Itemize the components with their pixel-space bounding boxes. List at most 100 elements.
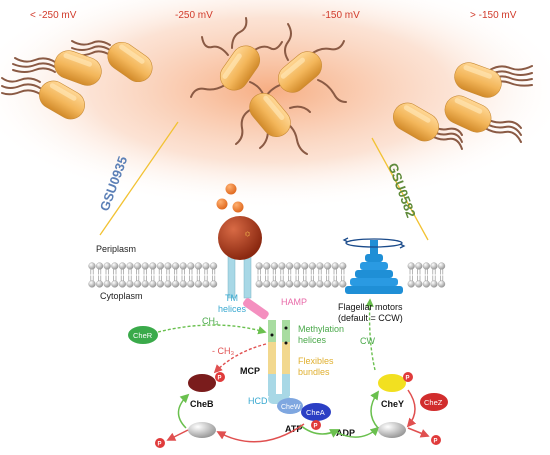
lipid-head: [438, 280, 446, 288]
chey-released-phosphate: [431, 435, 441, 445]
lipid-head: [88, 262, 96, 270]
lipid-head: [415, 262, 423, 270]
electron-acceptor-ball: [225, 183, 237, 195]
methylation-label-line2: helices: [298, 335, 327, 345]
chew-protein: [277, 398, 303, 414]
ch3-remove-label: - CH₃: [212, 346, 234, 356]
ch3-add-label: CH₃: [202, 316, 219, 326]
lipid-head: [324, 280, 332, 288]
lipid-head: [118, 262, 126, 270]
chey-release-arrow: [407, 427, 430, 438]
flagellar-motor: [342, 237, 406, 294]
methylation-helix-right: [282, 320, 290, 342]
chey-phospho: [403, 372, 413, 382]
atp-label: ATP: [285, 424, 302, 434]
lipid-head: [88, 280, 96, 288]
chey-dephospho-arrow: [406, 389, 417, 428]
potential-label-1: < -250 mV: [30, 10, 77, 21]
lipid-head: [96, 262, 104, 270]
lipid-head: [164, 262, 172, 270]
chey-inactive: [378, 422, 406, 438]
lipid-head: [422, 280, 430, 288]
cheb-dephospho-arrow: [166, 429, 189, 441]
chea-label: CheA: [306, 408, 325, 417]
lipid-head: [293, 280, 301, 288]
chez-label: CheZ: [424, 398, 443, 407]
flexible-bundle-left: [268, 342, 276, 374]
lipid-head: [194, 280, 202, 288]
chew-label: CheW: [281, 404, 301, 411]
lipid-head: [422, 262, 430, 270]
cheb-cycle-arrow: [177, 393, 190, 429]
lipid-head: [96, 280, 104, 288]
hcd-right: [282, 374, 290, 396]
tm-label-line2: helices: [218, 304, 247, 314]
lipid-head: [179, 262, 187, 270]
heme-sensor-domain: [218, 216, 262, 260]
lipid-head: [430, 262, 438, 270]
demethylation-arrow: [213, 343, 267, 374]
lipid-head: [172, 262, 180, 270]
lipid-head: [316, 262, 324, 270]
lipid-head: [293, 262, 301, 270]
chez-protein: [420, 393, 448, 411]
lipid-head: [202, 280, 210, 288]
cw-signal-arrow: [365, 298, 376, 371]
hamp-domain: [243, 298, 269, 320]
lipid-head: [301, 262, 309, 270]
motor-label-line2: (default = CCW): [338, 313, 403, 323]
lipid-head: [263, 262, 271, 270]
lipid-head: [141, 280, 149, 288]
membrane-bilayer: [88, 262, 446, 288]
tm-label-line1: TM: [225, 293, 238, 303]
flagella-left-group: [1, 40, 111, 96]
lipid-head: [134, 280, 142, 288]
lipid-head: [179, 280, 187, 288]
cheb-released-phosphate: [155, 438, 165, 448]
hcd-label: HCD: [248, 396, 268, 406]
lipid-head: [149, 262, 157, 270]
lipid-head: [156, 280, 164, 288]
lipid-head: [202, 262, 210, 270]
lipid-head: [118, 280, 126, 288]
lipid-head: [210, 262, 218, 270]
electron-acceptor-ball: [232, 201, 244, 213]
lipid-head: [255, 262, 263, 270]
lipid-head: [126, 280, 134, 288]
lipid-head: [286, 280, 294, 288]
lipid-head: [278, 280, 286, 288]
lipid-head: [286, 262, 294, 270]
lipid-head: [301, 280, 309, 288]
chey-released-phosphate-label: P: [434, 439, 438, 445]
lipid-head: [331, 262, 339, 270]
chea-to-chey-arrow: [335, 426, 380, 438]
lipid-head: [308, 280, 316, 288]
lipid-head: [339, 262, 347, 270]
lipid-head: [270, 280, 278, 288]
lipid-head: [407, 280, 415, 288]
lipid-head: [134, 262, 142, 270]
methyl-site: [284, 341, 288, 345]
lipid-head: [316, 280, 324, 288]
lipid-head: [339, 280, 347, 288]
lipid-head: [103, 262, 111, 270]
lipid-head: [438, 262, 446, 270]
lipid-head: [270, 262, 278, 270]
lipid-head: [430, 280, 438, 288]
cheb-inactive: [188, 422, 216, 438]
cher-protein: [128, 326, 158, 344]
chey-label: CheY: [381, 399, 404, 409]
cheb-released-phosphate-label: P: [158, 442, 162, 448]
cheb-phospho-label: P: [218, 376, 222, 382]
potential-label-2: -250 mV: [175, 10, 213, 21]
methyl-site: [270, 333, 274, 337]
lipid-head: [194, 262, 202, 270]
lipid-head: [111, 280, 119, 288]
lipid-head: [187, 262, 195, 270]
zoom-line-left: [99, 121, 179, 236]
cytoplasm-label: Cytoplasm: [100, 291, 143, 301]
chey-phospho-active: [378, 374, 406, 392]
lipid-head: [415, 280, 423, 288]
